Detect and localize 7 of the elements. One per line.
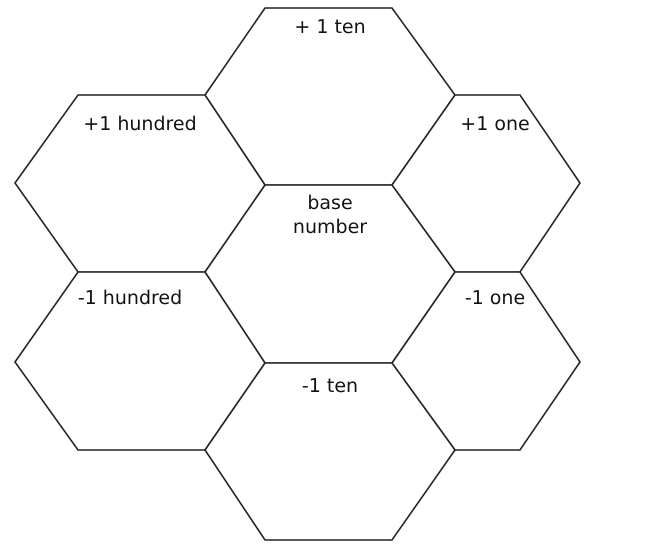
cell-label: -1 one	[464, 287, 526, 311]
cell-label: base number	[292, 192, 368, 240]
cell-label: +1 hundred	[82, 113, 198, 137]
cell-label: -1 ten	[300, 375, 360, 399]
cell-label: + 1 ten	[293, 16, 367, 40]
cell-label: +1 one	[459, 113, 531, 137]
cell-label: -1 hundred	[76, 287, 184, 311]
